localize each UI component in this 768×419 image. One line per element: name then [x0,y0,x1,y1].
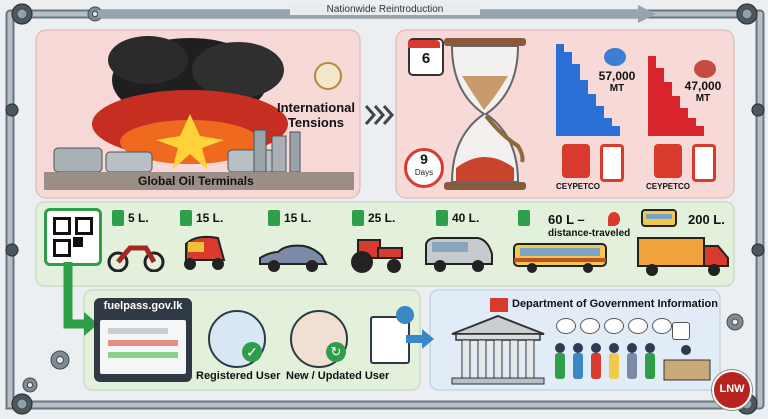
ceypetco-label-1: CEYPETCO [556,182,601,191]
stock-red-unit: MT [695,93,711,104]
quota-amount: 40 L. [452,211,480,225]
lorry-icon [637,237,729,276]
bus-icon [513,243,607,273]
fuel-pump-icon [352,210,364,226]
quota-amount: 25 L. [368,211,396,225]
red-stock-bars [648,56,704,136]
terminals-label: Global Oil Terminals [138,174,254,188]
quota-amount: 60 L – [548,212,585,227]
fuel-gauge-icon [692,144,716,182]
fuel-pump-icon [112,210,124,226]
fuel-gauge-icon [600,144,624,182]
refresh-icon: ↻ [326,342,346,362]
blue-stock-bars [556,44,620,136]
monitor-screen [100,320,186,374]
quota-amount: 15 L. [284,211,312,225]
tensions-label: International Tensions [276,100,355,130]
monitor-icon [94,298,192,382]
lnw-logo-text: LNW [719,383,745,395]
government-building-icon [451,314,545,385]
dept-title: Department of Government Information [512,298,718,310]
lnw-logo: LNW [712,370,752,410]
timer-value: 9 [420,151,428,167]
location-pin-icon [608,212,620,226]
quota-item-three-wheeler: 15 L. [176,210,232,274]
quota-amount: 5 L. [128,211,149,225]
stock-blue-unit: MT [609,83,625,94]
check-icon: ✓ [242,342,262,362]
people-icon [694,60,716,78]
arrow-right-icon [406,329,434,349]
fuelpass-url[interactable]: fuelpass.gov.lk [103,300,183,312]
fuel-pump-icon [436,210,448,226]
fuel-pump-icon [518,210,530,226]
header-title: Nationwide Reintroduction [290,4,480,15]
bus-small-icon [641,209,677,227]
stock-blue-amount: 57,000 [598,69,636,83]
flag-icon [490,298,508,312]
connector-arrow [63,262,98,336]
fuel-pump-icon [562,144,590,178]
fuel-pump-icon [654,144,682,178]
three-wheeler-icon [184,235,226,270]
gear-icon [396,306,414,324]
quota-item-motorcycle: 5 L. [106,210,166,274]
calendar-day: 6 [421,50,431,67]
people-queue [555,343,711,381]
quota-item-tractor: 25 L. [340,210,410,274]
oil-terminal-fire-illustration [44,36,354,190]
fuel-pump-icon [268,210,280,226]
hourglass-icon [444,38,526,190]
van-icon [425,237,493,272]
calendar-header [408,40,440,48]
document-icon [370,316,410,364]
speech-bubbles [556,318,706,336]
fuel-pump-icon [180,210,192,226]
tractor-icon [351,239,403,273]
timer-unit: Days [414,168,434,177]
motorcycle-icon [107,245,165,272]
stock-red-amount: 47,000 [684,79,722,93]
quota-item-van: 40 L. [420,210,498,274]
chevron-right-icon [364,105,394,125]
registered-user-label: Registered User [196,370,281,382]
new-user-label: New / Updated User [286,370,390,382]
bus-note: distance-traveled [548,228,631,239]
quota-item-lorry: 200 L. [636,206,732,280]
quota-item-bus: 60 L – distance-traveled [512,208,632,276]
speech-bubble-icon [672,322,690,340]
people-icon [604,48,626,66]
building-icon [314,62,342,90]
stopwatch-icon [404,148,444,188]
quota-amount: 200 L. [688,212,725,227]
ceypetco-label-2: CEYPETCO [646,182,691,191]
quota-amount: 15 L. [196,211,224,225]
car-icon [259,244,328,272]
quota-item-car: 15 L. [256,210,330,274]
qr-code-icon[interactable] [44,208,102,266]
